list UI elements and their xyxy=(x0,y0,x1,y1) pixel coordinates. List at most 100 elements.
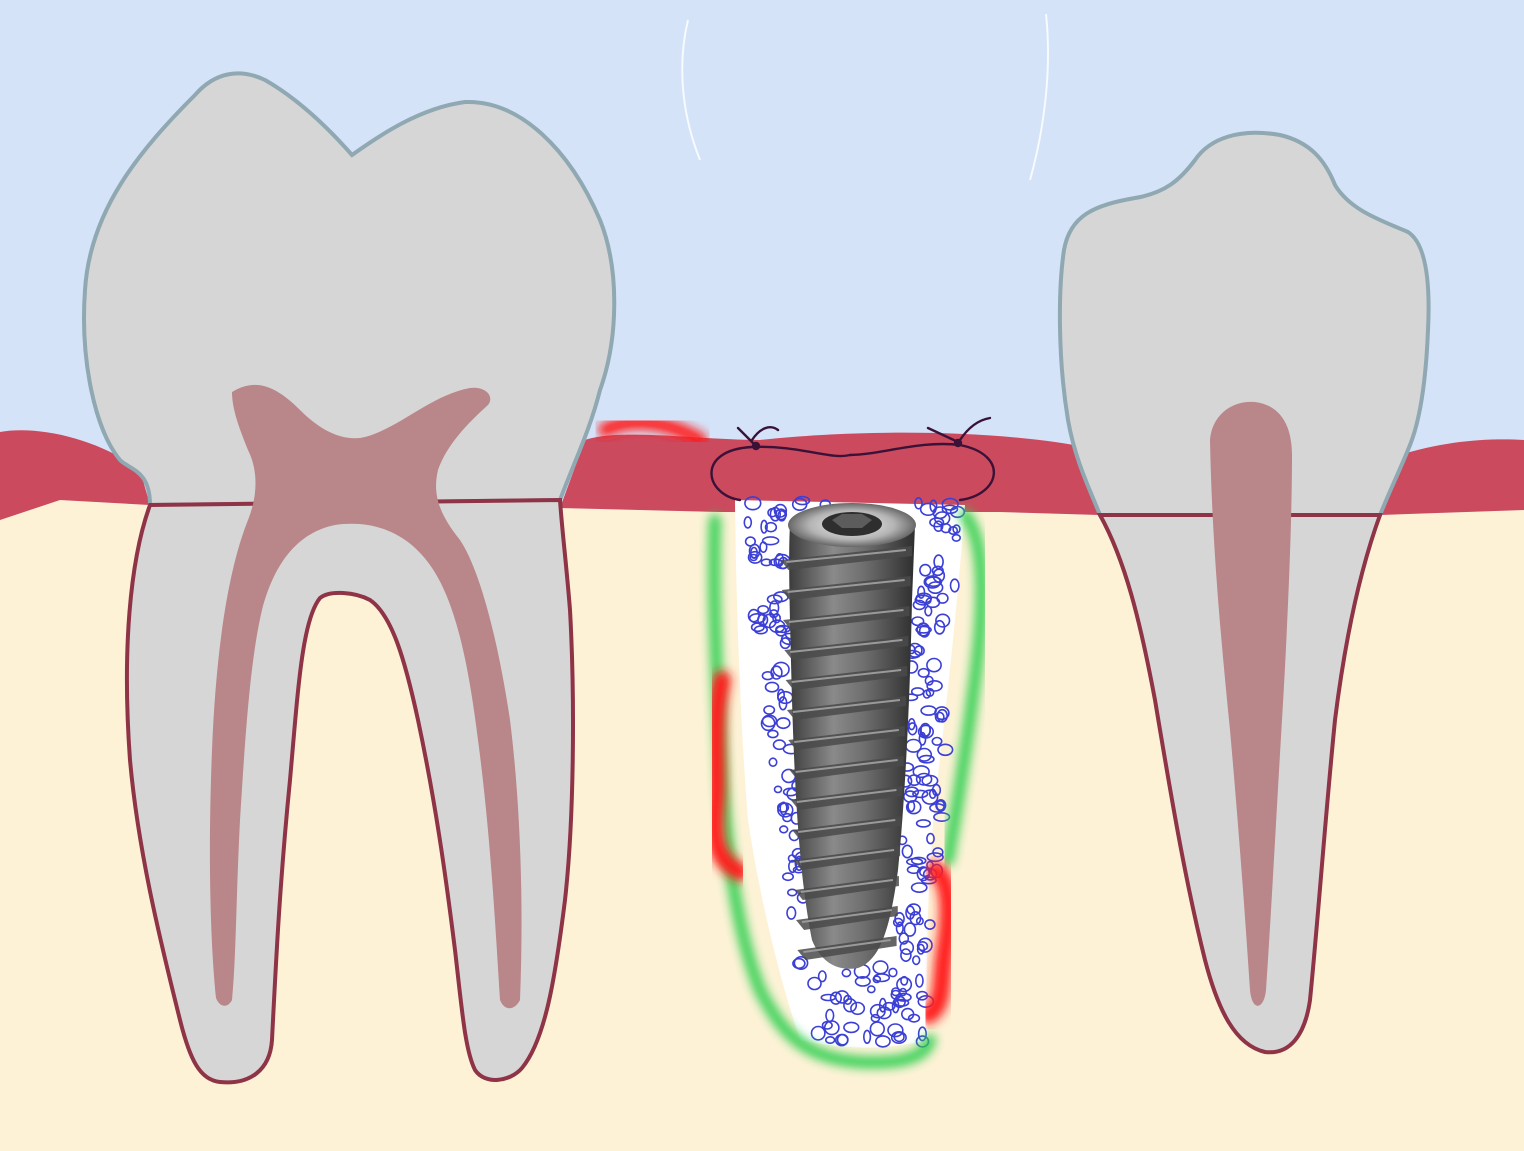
graft-particle xyxy=(757,604,770,615)
graft-particle xyxy=(761,670,774,681)
graft-particle xyxy=(810,1025,826,1041)
inflamed-area-right xyxy=(919,861,958,1024)
graft-particle xyxy=(777,509,787,522)
implant-thread-highlight xyxy=(803,939,891,953)
graft-particle xyxy=(903,922,917,937)
graft-particle xyxy=(900,975,909,986)
graft-particle xyxy=(914,594,932,606)
graft-particle xyxy=(900,1007,915,1021)
graft-particle xyxy=(888,967,898,978)
graft-particle xyxy=(901,844,913,859)
graft-particle xyxy=(768,600,780,616)
inflamed-area-left xyxy=(705,671,749,881)
graft-particle xyxy=(841,968,852,978)
graft-particle xyxy=(843,1021,860,1034)
graft-particle xyxy=(869,1021,885,1037)
implant-thread-highlight xyxy=(791,669,902,683)
suture-knot-icon xyxy=(710,416,995,502)
graft-particle xyxy=(924,919,936,930)
graft-particle xyxy=(912,789,929,799)
graft-particle xyxy=(931,783,942,797)
graft-particle xyxy=(916,943,926,955)
graft-particle xyxy=(935,613,951,628)
graft-particle xyxy=(951,533,961,542)
implant-thread-highlight xyxy=(794,729,899,743)
healthy-bone-margin-right xyxy=(942,509,988,866)
graft-particle xyxy=(937,743,954,757)
implant-thread-highlight xyxy=(787,579,905,593)
implant-thread-highlight xyxy=(792,699,901,713)
graft-particle xyxy=(762,613,777,629)
implant-thread-highlight xyxy=(801,909,892,923)
graft-particle xyxy=(941,497,959,511)
graft-particle xyxy=(907,722,918,736)
graft-particle xyxy=(866,985,876,994)
graft-particle xyxy=(850,1001,866,1016)
graft-particle xyxy=(794,495,811,506)
graft-particle xyxy=(764,521,778,533)
graft-particle xyxy=(834,990,850,1004)
graft-particle xyxy=(915,973,924,988)
graft-particle xyxy=(821,1020,833,1030)
graft-particle xyxy=(935,799,946,811)
graft-particle xyxy=(923,575,942,589)
implant-thread-highlight xyxy=(796,789,897,803)
graft-particle xyxy=(898,932,910,945)
graft-particle xyxy=(894,998,910,1007)
graft-particle xyxy=(926,680,943,692)
graft-particle xyxy=(912,765,930,779)
graft-particle xyxy=(918,754,935,764)
graft-particle xyxy=(907,717,916,731)
graft-particle xyxy=(747,550,763,564)
graft-particle xyxy=(905,857,924,866)
dental-implant-icon xyxy=(780,503,916,969)
graft-particle xyxy=(904,786,920,798)
graft-particle xyxy=(781,872,794,882)
graft-particle xyxy=(787,859,798,874)
graft-particle xyxy=(910,687,925,697)
graft-particle xyxy=(862,1029,872,1045)
graft-particle xyxy=(779,637,791,650)
graft-particle xyxy=(919,563,932,577)
graft-particle xyxy=(778,825,789,834)
graft-particle xyxy=(748,543,761,559)
implant-thread-highlight xyxy=(800,879,894,893)
gingiva xyxy=(0,430,1524,520)
graft-particle xyxy=(932,506,948,520)
graft-particle xyxy=(894,911,905,926)
implant-thread-highlight xyxy=(798,819,896,833)
graft-particle xyxy=(769,506,781,522)
graft-particle xyxy=(760,558,773,567)
graft-particle xyxy=(915,625,932,634)
graft-particle xyxy=(893,995,906,1009)
graft-particle xyxy=(893,1031,905,1043)
implant-thread-highlight xyxy=(790,639,903,653)
graft-particle xyxy=(760,519,768,534)
graft-particle xyxy=(773,785,783,794)
graft-particle xyxy=(917,1026,928,1042)
graft-particle xyxy=(926,832,935,845)
implant-thread-highlight xyxy=(788,609,904,623)
graft-particle xyxy=(921,774,939,787)
graft-particle xyxy=(775,717,791,730)
graft-particle xyxy=(764,681,780,693)
graft-particle xyxy=(824,1036,836,1045)
graft-particle xyxy=(768,619,786,634)
graft-particle xyxy=(916,747,933,762)
graft-particle xyxy=(936,708,948,723)
graft-particle xyxy=(876,1006,892,1020)
healthy-bone-margin xyxy=(708,514,936,1069)
graft-particle xyxy=(915,819,932,828)
graft-particle xyxy=(807,976,822,991)
graft-particle xyxy=(906,903,922,916)
graft-particle xyxy=(793,955,809,970)
inflamed-gum-area xyxy=(598,415,707,447)
graft-particle xyxy=(926,657,942,673)
graft-particle xyxy=(747,608,760,623)
graft-particle xyxy=(743,516,753,529)
graft-particle xyxy=(949,578,960,593)
graft-particle xyxy=(890,989,902,1000)
graft-particle xyxy=(918,731,927,746)
graft-particle xyxy=(763,705,776,715)
